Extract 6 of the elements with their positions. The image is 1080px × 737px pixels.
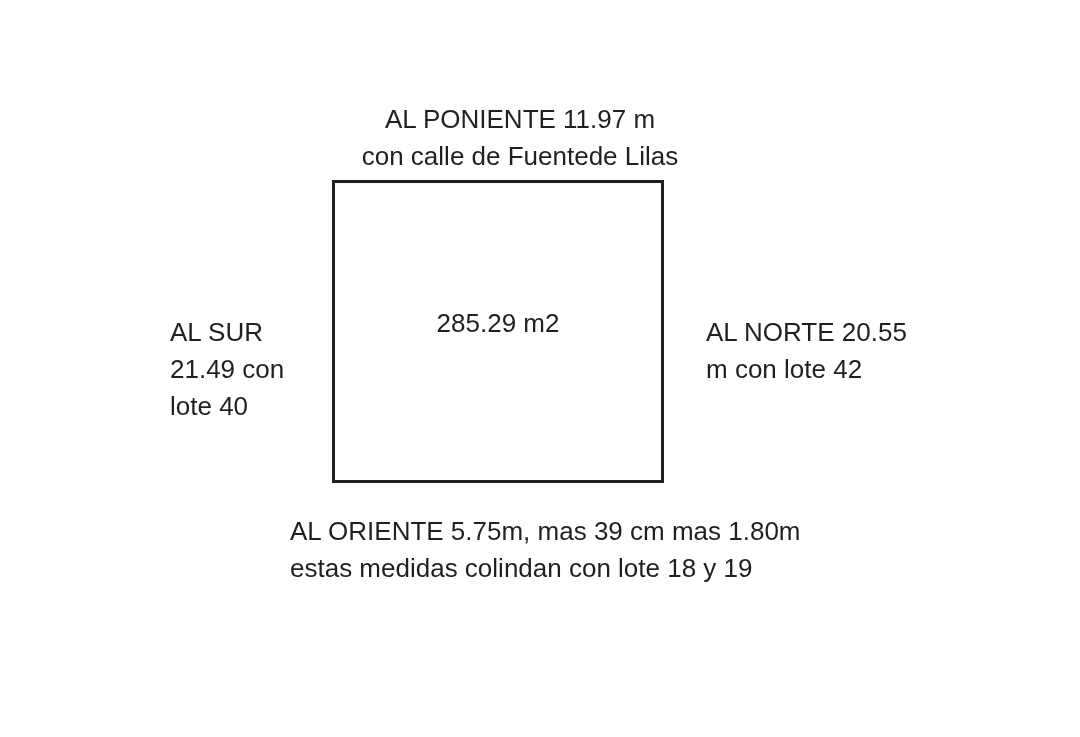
lot-outline [332,180,664,483]
area-label: 285.29 m2 [435,307,561,340]
boundary-label: AL NORTE 20.55 m con lote 42 [706,316,908,386]
boundary-label: AL ORIENTE 5.75m, mas 39 cm mas 1.80m estas medidas colindan con lote 18 y 19 [290,515,802,585]
boundary-label: AL SUR 21.49 con lote 40 [170,316,286,423]
boundary-label: AL PONIENTE 11.97 m con calle de Fuentede Lilas [360,103,680,173]
